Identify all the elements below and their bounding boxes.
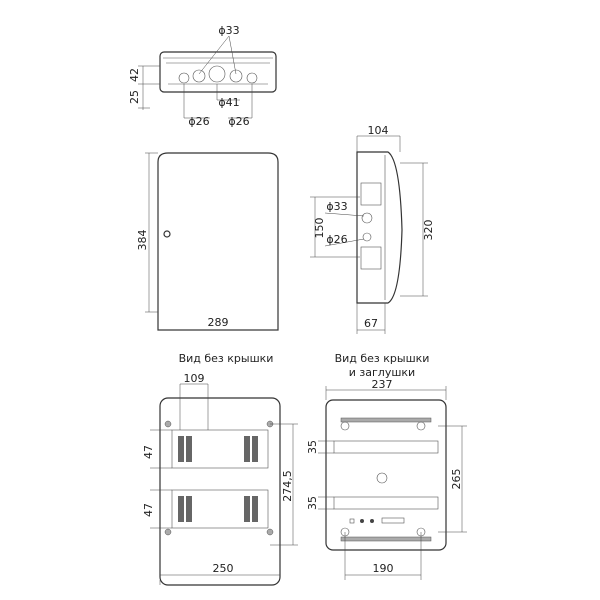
view-no-cover-plug: Вид без крышки и заглушки 237 35 35 265 … bbox=[306, 352, 467, 580]
dim-289: 289 bbox=[208, 316, 229, 329]
front-view: 384 289 bbox=[136, 152, 279, 331]
view-no-cover-plug-title-2: и заглушки bbox=[349, 366, 415, 379]
dim-320: 320 bbox=[422, 220, 435, 241]
dim-47-bottom: 47 bbox=[142, 503, 155, 517]
dim-42: 42 bbox=[128, 68, 141, 82]
dim-47-top: 47 bbox=[142, 445, 155, 459]
dim-35-bottom: 35 bbox=[306, 496, 319, 510]
dim-109: 109 bbox=[184, 372, 205, 385]
side-view: 104 320 150 ϕ33 ϕ26 67 bbox=[310, 124, 435, 334]
dim-25: 25 bbox=[128, 90, 141, 104]
view-no-cover: Вид без крышки 109 47 47 274,5 250 bbox=[142, 352, 298, 586]
dim-d33: ϕ33 bbox=[218, 24, 239, 37]
dim-d33-side: ϕ33 bbox=[326, 200, 347, 213]
dim-d26-left: ϕ26 bbox=[188, 115, 209, 128]
dim-265: 265 bbox=[450, 469, 463, 490]
view-no-cover-plug-title-1: Вид без крышки bbox=[335, 352, 430, 365]
top-view: ϕ33 ϕ41 ϕ26 ϕ26 42 25 bbox=[128, 24, 277, 128]
dim-35-top: 35 bbox=[306, 440, 319, 454]
dim-d26-right: ϕ26 bbox=[228, 115, 249, 128]
dim-384: 384 bbox=[136, 230, 149, 251]
dim-274-5: 274,5 bbox=[281, 470, 294, 502]
dim-190: 190 bbox=[373, 562, 394, 575]
dim-250: 250 bbox=[213, 562, 234, 575]
dim-150: 150 bbox=[313, 218, 326, 239]
dim-237: 237 bbox=[372, 378, 393, 391]
dim-67: 67 bbox=[364, 317, 378, 330]
view-no-cover-title: Вид без крышки bbox=[179, 352, 274, 365]
dim-d41: ϕ41 bbox=[218, 96, 239, 109]
dim-104: 104 bbox=[368, 124, 389, 137]
dim-d26-side: ϕ26 bbox=[326, 233, 347, 246]
